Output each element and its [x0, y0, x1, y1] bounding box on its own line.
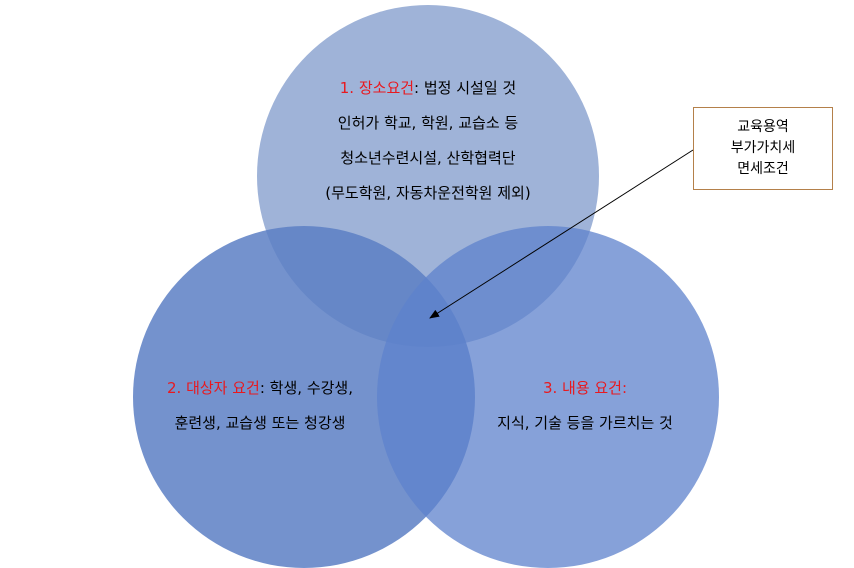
location-line-1: 1. 장소요건: 법정 시설일 것: [268, 71, 588, 106]
target-requirement: 2. 대상자 요건: 학생, 수강생, 훈련생, 교습생 또는 청강생: [130, 371, 390, 441]
location-line-3: 청소년수련시설, 산학협력단: [340, 149, 516, 167]
target-line-1: 2. 대상자 요건: 학생, 수강생,: [130, 371, 390, 406]
location-requirement: 1. 장소요건: 법정 시설일 것 인허가 학교, 학원, 교습소 등 청소년수…: [268, 71, 588, 211]
content-requirement: 3. 내용 요건: 지식, 기술 등을 가르치는 것: [470, 371, 700, 441]
location-line-4: (무도학원, 자동차운전학원 제외): [325, 184, 531, 202]
target-desc: : 학생, 수강생,: [259, 379, 353, 397]
callout-line-2: 부가가치세: [730, 140, 796, 156]
circle-content: [377, 226, 719, 568]
callout-box: 교육용역 부가가치세 면세조건: [693, 107, 833, 190]
content-line-2: 지식, 기술 등을 가르치는 것: [497, 414, 673, 432]
target-title: 2. 대상자 요건: [167, 379, 260, 397]
callout-line-3: 면세조건: [737, 161, 789, 177]
location-desc: : 법정 시설일 것: [414, 79, 517, 97]
content-title: 3. 내용 요건:: [542, 379, 628, 397]
circle-target: [133, 226, 475, 568]
callout-arrow: [429, 149, 694, 319]
callout-line-1: 교육용역: [737, 119, 789, 135]
location-title: 1. 장소요건: [339, 79, 415, 97]
target-line-2: 훈련생, 교습생 또는 청강생: [174, 414, 346, 432]
location-line-2: 인허가 학교, 학원, 교습소 등: [337, 114, 519, 132]
